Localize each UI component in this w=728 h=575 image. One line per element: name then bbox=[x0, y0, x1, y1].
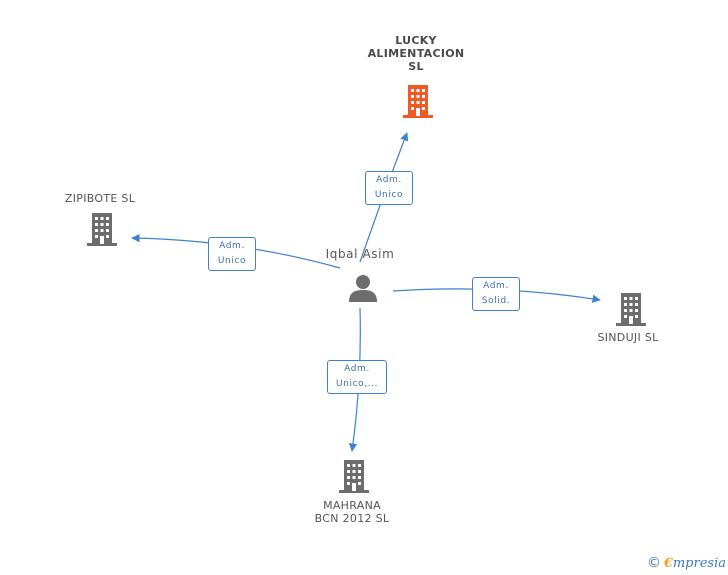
role-badge-zipibote[interactable]: Adm. Unico bbox=[208, 237, 256, 271]
role-line: Unico bbox=[217, 256, 247, 266]
person-label[interactable]: Iqbal Asim bbox=[310, 248, 410, 261]
company-name-line: ZIPIBOTE SL bbox=[64, 192, 136, 205]
company-name-line: MAHRANA bbox=[323, 499, 381, 512]
building-base bbox=[87, 243, 117, 246]
role-badge-mahrana[interactable]: Adm. Unico,... bbox=[327, 360, 387, 394]
company-name-line: LUCKY bbox=[395, 34, 437, 47]
role-line: Adm. bbox=[344, 364, 370, 374]
role-line: Adm. bbox=[483, 281, 509, 291]
company-name-line: ALIMENTACION bbox=[367, 47, 465, 60]
company-name-line: SINDUJI SL bbox=[597, 331, 659, 344]
person-name: Iqbal Asim bbox=[325, 247, 395, 261]
building-icon[interactable] bbox=[338, 459, 370, 493]
role-line: Adm. bbox=[376, 175, 402, 185]
company-label-sinduji[interactable]: SINDUJI SL bbox=[578, 331, 678, 344]
role-line: Unico,... bbox=[335, 379, 379, 389]
building-base bbox=[403, 115, 433, 118]
role-line: Unico bbox=[374, 190, 404, 200]
building-base bbox=[616, 323, 646, 326]
building-icon[interactable] bbox=[86, 212, 118, 246]
role-badge-lucky[interactable]: Adm. Unico bbox=[365, 171, 413, 205]
role-line: Solid. bbox=[481, 296, 511, 306]
building-base bbox=[339, 490, 369, 493]
company-label-mahrana[interactable]: MAHRANA BCN 2012 SL bbox=[300, 499, 404, 525]
building-icon[interactable] bbox=[615, 292, 647, 326]
company-name-line: BCN 2012 SL bbox=[314, 512, 390, 525]
building-icon[interactable] bbox=[402, 84, 434, 118]
role-line: Adm. bbox=[219, 241, 245, 251]
brand-logo-text: mpresia bbox=[672, 556, 726, 571]
copyright-icon: © bbox=[646, 555, 661, 571]
brand-footer[interactable]: ©€mpresia bbox=[647, 555, 726, 572]
person-icon[interactable] bbox=[347, 273, 379, 303]
company-name-line: SL bbox=[408, 60, 424, 73]
brand-logo-initial: € bbox=[663, 556, 673, 571]
role-badge-sinduji[interactable]: Adm. Solid. bbox=[472, 277, 520, 311]
company-label-lucky[interactable]: LUCKY ALIMENTACION SL bbox=[356, 34, 476, 73]
company-label-zipibote[interactable]: ZIPIBOTE SL bbox=[50, 192, 150, 205]
